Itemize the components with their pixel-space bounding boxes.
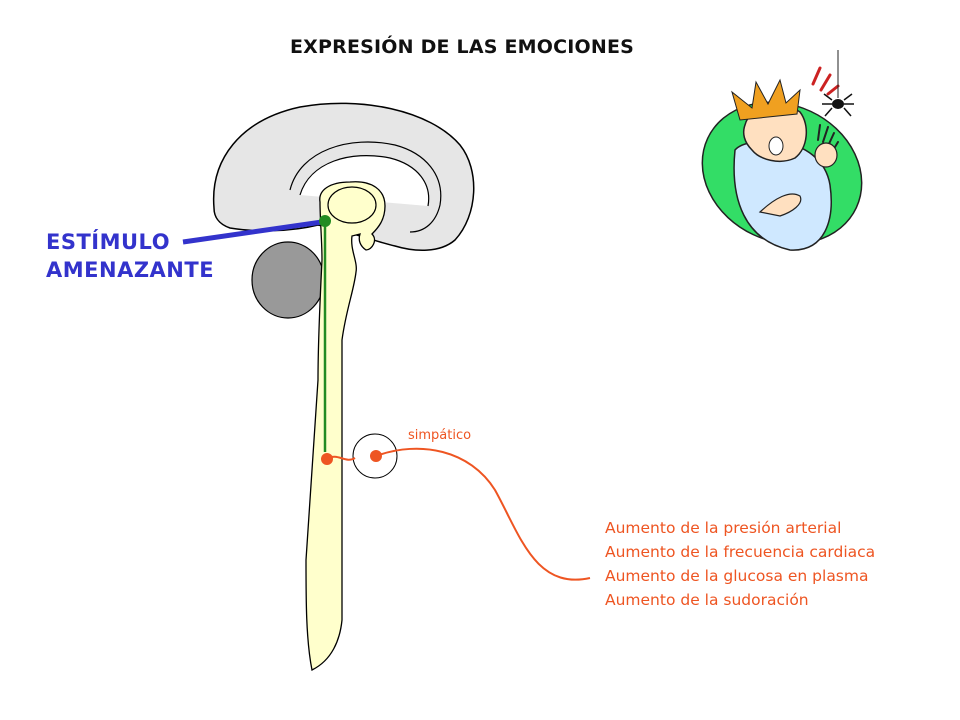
sympathetic-label: simpático xyxy=(408,428,472,443)
ganglion-neuron-dot xyxy=(370,450,382,462)
central-nucleus-dot xyxy=(319,215,331,227)
corpus-callosum xyxy=(289,141,442,233)
effects-list: Aumento de la presión arterial Aumento d… xyxy=(605,516,875,612)
effect-item: Aumento de la frecuencia cardiaca xyxy=(605,543,876,561)
stimulus-line-1: ESTÍMULO xyxy=(46,230,171,254)
spider-icon xyxy=(822,50,854,117)
thalamus xyxy=(327,186,377,224)
brainstem-spinal-cord xyxy=(305,181,386,671)
postganglionic-fiber xyxy=(375,447,591,581)
effect-item: Aumento de la presión arterial xyxy=(605,519,842,537)
preganglionic-neuron-dot xyxy=(321,453,333,465)
frightened-person-clipart xyxy=(701,66,863,251)
effect-item: Aumento de la glucosa en plasma xyxy=(605,567,869,585)
stimulus-line-2: AMENAZANTE xyxy=(46,258,215,282)
cerebellum xyxy=(251,241,325,319)
effect-item: Aumento de la sudoración xyxy=(605,591,809,609)
diagram-title: EXPRESIÓN DE LAS EMOCIONES xyxy=(289,36,635,58)
stimulus-label: ESTÍMULO AMENAZANTE xyxy=(46,228,214,284)
stimulus-arrow xyxy=(182,219,323,245)
